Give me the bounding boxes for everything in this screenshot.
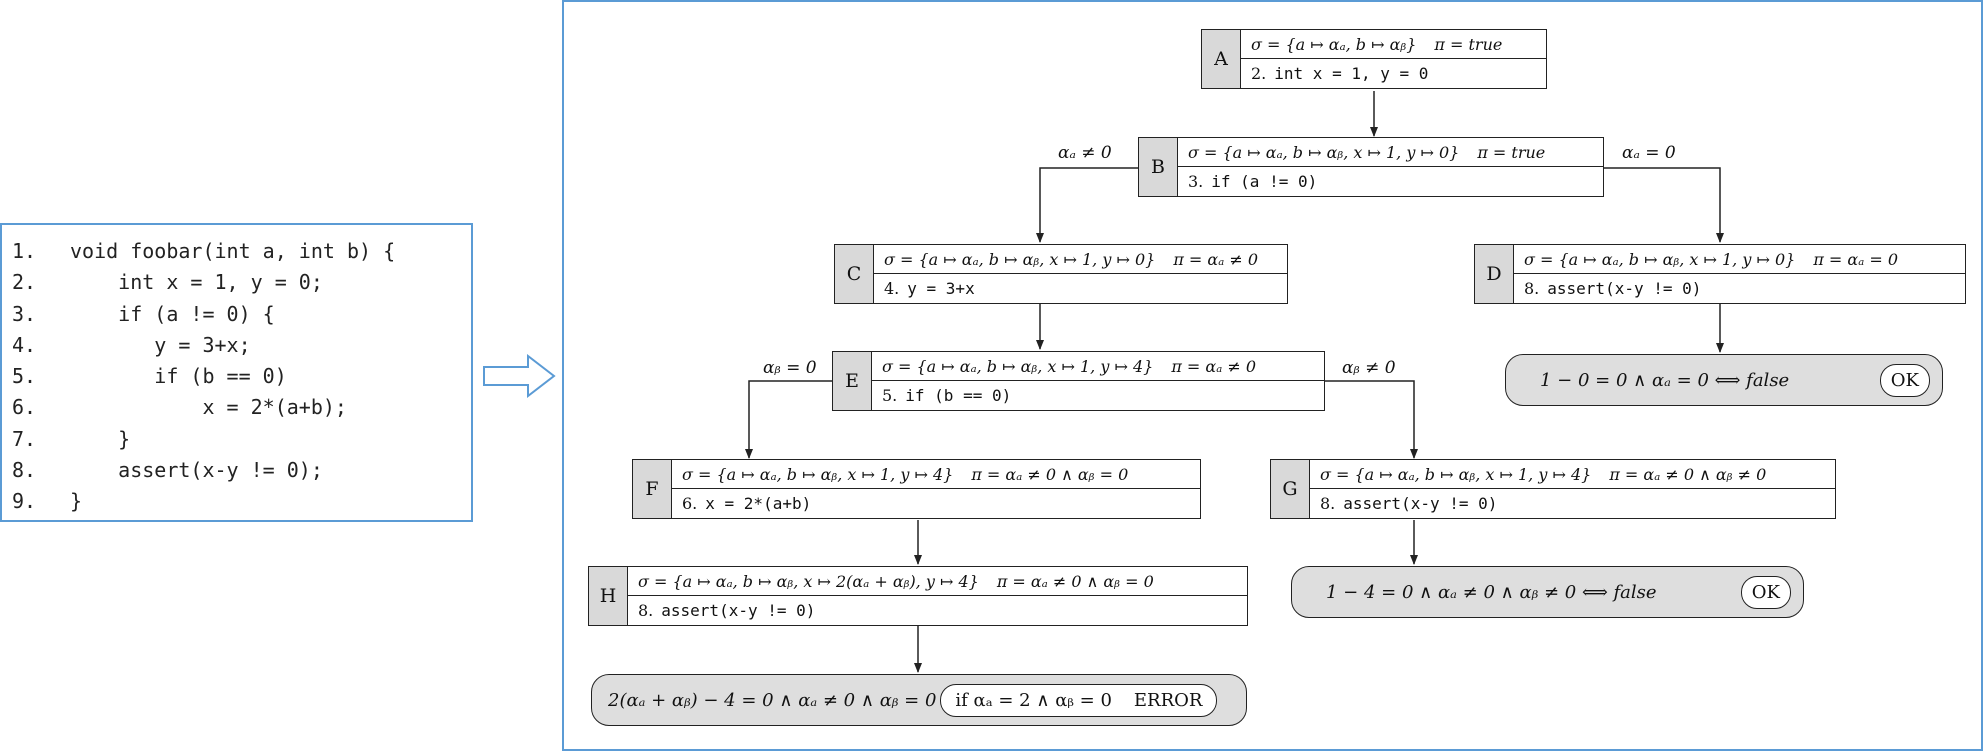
edge-b-d: [1602, 167, 1724, 243]
node-state: σ = {a ↦ αₐ, b ↦ αᵦ, x ↦ 1, y ↦ 4}π = αₐ…: [672, 460, 1200, 489]
node-b: B σ = {a ↦ αₐ, b ↦ αᵦ, x ↦ 1, y ↦ 0}π = …: [1138, 137, 1604, 197]
code-line: 5. if (b == 0): [12, 364, 287, 389]
edge-label-e-g: αᵦ ≠ 0: [1342, 358, 1396, 378]
node-state: σ = {a ↦ αₐ, b ↦ αᵦ}π = true: [1241, 30, 1546, 59]
code-line: 7. }: [12, 426, 131, 451]
path-condition: 1 − 4 = 0 ∧ αₐ ≠ 0 ∧ αᵦ ≠ 0 ⟺ false: [1326, 581, 1657, 603]
code-line: 1.void foobar(int a, int b) {: [12, 239, 396, 263]
node-id: C: [835, 245, 874, 303]
node-state: σ = {a ↦ αₐ, b ↦ αᵦ, x ↦ 1, y ↦ 4}π = αₐ…: [872, 352, 1324, 381]
node-state: σ = {a ↦ αₐ, b ↦ αᵦ, x ↦ 1, y ↦ 0}π = tr…: [1178, 138, 1603, 167]
result-d: 1 − 0 = 0 ∧ αₐ = 0 ⟺ false OK: [1505, 354, 1943, 406]
result-h: 2(αₐ + αᵦ) − 4 = 0 ∧ αₐ ≠ 0 ∧ αᵦ = 0 if …: [591, 674, 1247, 726]
node-e: E σ = {a ↦ αₐ, b ↦ αᵦ, x ↦ 1, y ↦ 4}π = …: [832, 351, 1325, 411]
code-line: 3. if (a != 0) {: [12, 301, 275, 326]
node-id: D: [1475, 245, 1514, 303]
node-id: E: [833, 352, 872, 410]
node-state: σ = {a ↦ αₐ, b ↦ αᵦ, x ↦ 1, y ↦ 0}π = αₐ…: [1514, 245, 1965, 274]
node-statement: 4.y = 3+x: [884, 279, 975, 298]
node-c: C σ = {a ↦ αₐ, b ↦ αᵦ, x ↦ 1, y ↦ 0}π = …: [834, 244, 1288, 304]
ok-badge: OK: [1740, 575, 1791, 609]
node-h: H σ = {a ↦ αₐ, b ↦ αᵦ, x ↦ 2(αₐ + αᵦ), y…: [588, 566, 1248, 626]
path-condition: 2(αₐ + αᵦ) − 4 = 0 ∧ αₐ ≠ 0 ∧ αᵦ = 0: [608, 689, 937, 711]
edge-e-f: [745, 380, 832, 459]
right-arrow-icon: [483, 354, 556, 398]
node-g: G σ = {a ↦ αₐ, b ↦ αᵦ, x ↦ 1, y ↦ 4}π = …: [1270, 459, 1836, 519]
node-state: σ = {a ↦ αₐ, b ↦ αᵦ, x ↦ 1, y ↦ 0}π = αₐ…: [874, 245, 1287, 274]
result-g: 1 − 4 = 0 ∧ αₐ ≠ 0 ∧ αᵦ ≠ 0 ⟺ false OK: [1291, 566, 1804, 618]
node-statement: 5.if (b == 0): [882, 386, 1012, 405]
node-statement: 2.int x = 1, y = 0: [1251, 64, 1429, 83]
node-state: σ = {a ↦ αₐ, b ↦ αᵦ, x ↦ 2(αₐ + αᵦ), y ↦…: [628, 567, 1247, 596]
source-code-panel: 1.void foobar(int a, int b) { 2. int x =…: [0, 223, 473, 522]
node-statement: 6.x = 2*(a+b): [682, 494, 812, 513]
node-statement: 8.assert(x-y != 0): [638, 601, 816, 620]
node-statement: 8.assert(x-y != 0): [1320, 494, 1498, 513]
edge-label-b-c: αₐ ≠ 0: [1058, 143, 1112, 163]
node-id: G: [1271, 460, 1310, 518]
code-line: 4. y = 3+x;: [12, 332, 251, 357]
node-id: H: [589, 567, 628, 625]
edge-layer: [745, 91, 1724, 673]
path-condition: 1 − 0 = 0 ∧ αₐ = 0 ⟺ false: [1540, 369, 1790, 391]
node-a: A σ = {a ↦ αₐ, b ↦ αᵦ}π = true 2.int x =…: [1201, 29, 1547, 89]
node-f: F σ = {a ↦ αₐ, b ↦ αᵦ, x ↦ 1, y ↦ 4}π = …: [632, 459, 1201, 519]
code-line: 6. x = 2*(a+b);: [12, 395, 347, 420]
code-line: 8. assert(x-y != 0);: [12, 458, 323, 483]
node-d: D σ = {a ↦ αₐ, b ↦ αᵦ, x ↦ 1, y ↦ 0}π = …: [1474, 244, 1966, 304]
edge-b-c: [1036, 167, 1138, 243]
edge-label-b-d: αₐ = 0: [1622, 143, 1676, 163]
edge-label-e-f: αᵦ = 0: [763, 358, 817, 378]
node-statement: 8.assert(x-y != 0): [1524, 279, 1702, 298]
node-id: B: [1139, 138, 1178, 196]
edge-e-g: [1323, 380, 1418, 459]
code-line: 2. int x = 1, y = 0;: [12, 270, 323, 295]
code-line: 9.}: [12, 489, 83, 514]
code-listing: 1.void foobar(int a, int b) { 2. int x =…: [2, 225, 471, 518]
node-id: F: [633, 460, 672, 518]
node-statement: 3.if (a != 0): [1188, 172, 1318, 191]
ok-badge: OK: [1879, 363, 1930, 397]
node-id: A: [1202, 30, 1241, 88]
execution-tree-panel: αₐ ≠ 0 αₐ = 0 αᵦ = 0 αᵦ ≠ 0 A σ = {a ↦ α…: [562, 0, 1983, 751]
node-state: σ = {a ↦ αₐ, b ↦ αᵦ, x ↦ 1, y ↦ 4}π = αₐ…: [1310, 460, 1835, 489]
